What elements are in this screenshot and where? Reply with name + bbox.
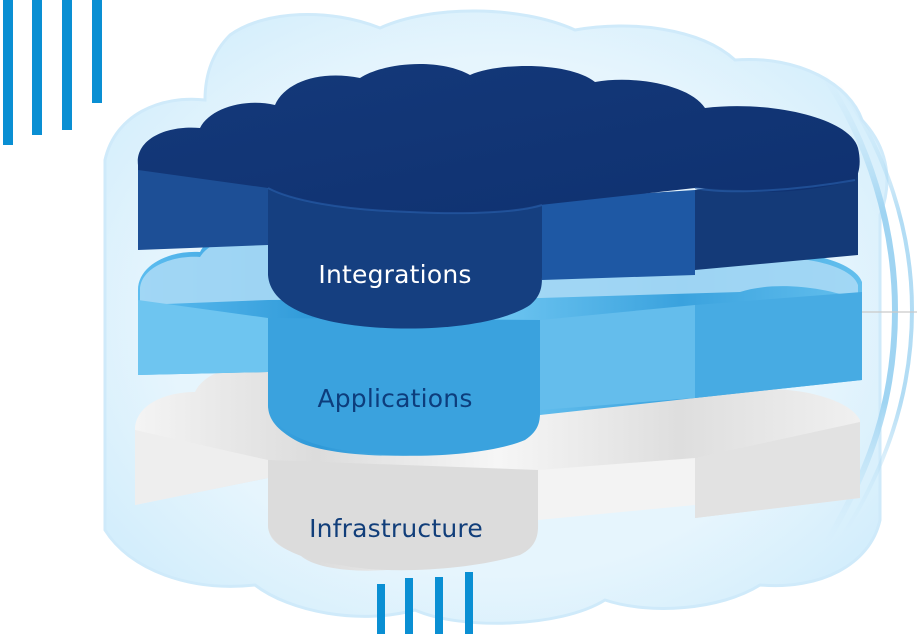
infrastructure-label: Infrastructure	[309, 514, 483, 543]
decorative-stripes-top	[3, 0, 102, 145]
layer-integrations	[137, 63, 860, 329]
integrations-label: Integrations	[318, 260, 472, 289]
applications-label: Applications	[317, 384, 473, 413]
decorative-stripes-bottom	[377, 572, 473, 634]
decorative-arcs	[817, 68, 917, 547]
